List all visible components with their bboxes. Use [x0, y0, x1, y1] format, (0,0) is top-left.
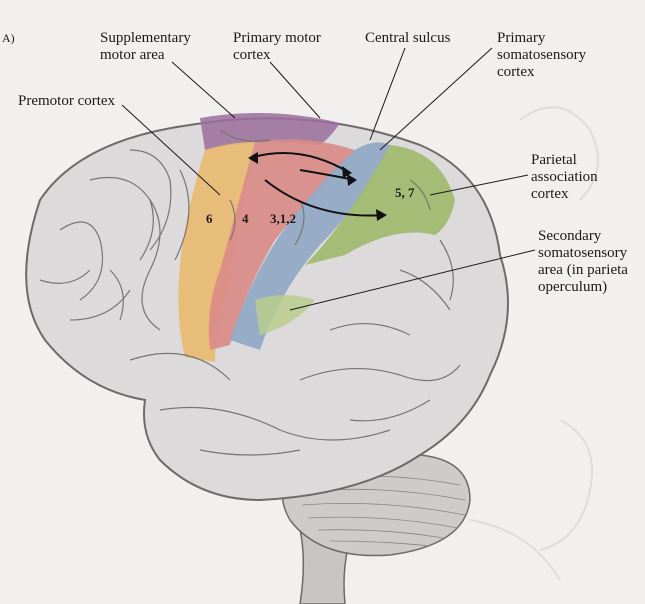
area-number-premotor: 6 [206, 211, 213, 226]
label-central-sulcus: Central sulcus [365, 30, 450, 47]
label-line: Primary [497, 30, 546, 46]
label-line: somatosensory [538, 245, 628, 261]
area-number-parietal: 5, 7 [395, 185, 415, 200]
label-line: motor area [100, 47, 165, 63]
label-line: Premotor cortex [18, 93, 116, 109]
background-sketch [469, 106, 599, 581]
panel-letter: A) [2, 31, 15, 45]
label-line: cortex [233, 47, 271, 63]
secondary-somatosensory-region [255, 295, 315, 335]
gyri-texture [39, 129, 461, 456]
label-primary-somatosensory-cortex: Primary somatosensory cortex [497, 30, 586, 81]
label-line: Central sulcus [365, 30, 451, 46]
label-premotor-cortex: Premotor cortex [18, 93, 115, 110]
arrowheads [248, 152, 387, 221]
parietal-association-region [305, 145, 455, 265]
label-line: Parietal [531, 152, 577, 168]
label-secondary-somatosensory-area: Secondary somatosensory area (in parieta… [538, 228, 628, 296]
label-line: cortex [497, 64, 535, 80]
primary-motor-region [208, 139, 355, 350]
label-line: operculum) [538, 279, 608, 295]
label-supplementary-motor-area: Supplementary motor area [100, 30, 191, 64]
label-line: Supplementary [100, 30, 191, 46]
label-line: somatosensory [497, 47, 587, 63]
label-line: Secondary [538, 228, 602, 244]
label-parietal-association-cortex: Parietal association cortex [531, 152, 598, 203]
label-line: area (in parieta [538, 262, 628, 278]
leader-lines [121, 47, 536, 311]
premotor-region [178, 142, 255, 362]
area-number-motor: 4 [242, 211, 249, 226]
area-number-somatosensory: 3,1,2 [270, 211, 296, 226]
label-line: association [531, 169, 598, 185]
label-line: Primary motor [233, 30, 321, 46]
label-line: cortex [531, 186, 569, 202]
label-primary-motor-cortex: Primary motor cortex [233, 30, 321, 64]
